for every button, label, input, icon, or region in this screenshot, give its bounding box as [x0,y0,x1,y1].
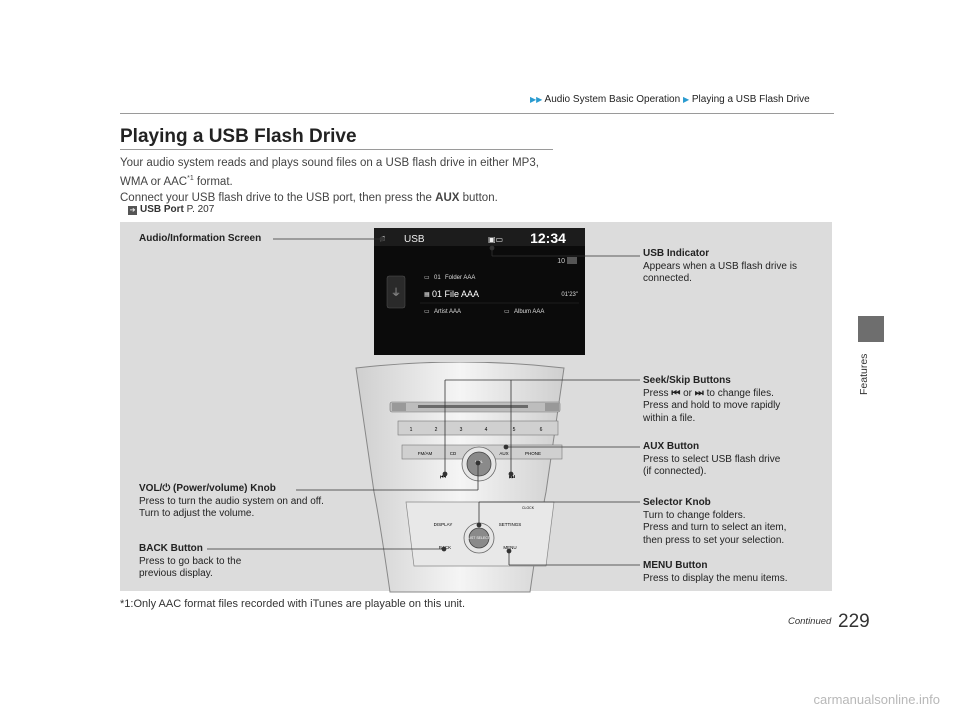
display-label: DISPLAY [434,522,453,527]
screen-track-number: 10 [557,258,565,265]
back-button-callout: BACK Button Press to go back to the prev… [139,543,242,579]
skip-forward-icon: ⏭ [694,387,704,399]
seek-skip-callout: Seek/Skip Buttons Press ⏮ or ⏭ to change… [643,375,781,424]
header-divider [120,113,834,114]
selector-knob-label: LIST SELECT [468,536,491,540]
title-divider [120,149,553,150]
power-icon: ⏻ [162,483,171,494]
breadcrumb-part2: Playing a USB Flash Drive [691,94,810,105]
screen-file-name: 01 File AAA [432,289,479,299]
clock-label: CLOCK [522,506,535,510]
console-illustration: 1 2 3 4 5 6 FM/AM CD AUX PHONE VOL ⏮ ⏭ D… [355,362,565,593]
screen-artist: Artist AAA [434,309,461,315]
breadcrumb-part1: Audio System Basic Operation [544,94,681,105]
folder-icon: ▭ [424,275,430,281]
aux-button-callout: AUX Button Press to select USB flash dri… [643,441,781,477]
preset-label: 3 [460,427,463,433]
usb-device-icon: ⏚ [391,287,401,299]
footnote: *1:Only AAC format files recorded with i… [120,598,466,610]
preset-buttons: 1 2 3 4 5 6 [410,427,543,433]
artist-icon: ▭ [424,309,430,315]
screen-content: ♫ USB ▣▭ 12:34 10 ⏚ ▭ 01 Folder AAA ▦ 01… [374,228,585,315]
screen-folder-name: Folder AAA [445,275,475,281]
usb-status-icon: ▣▭ [488,235,503,244]
audio-screen-callout: Audio/Information Screen [139,233,262,244]
breadcrumb-arrow-icon: ▶ [682,95,690,104]
usb-indicator-callout: USB Indicator Appears when a USB flash d… [643,248,797,284]
continued-label: Continued [788,616,832,627]
vol-knob-callout: VOL/⏻ (Power/volume) Knob Press to turn … [139,483,324,519]
intro-line-3: Connect your USB flash drive to the USB … [120,191,498,204]
screen-elapsed-time: 01'23" [561,292,578,298]
file-icon: ▦ [424,292,430,298]
skip-back-icon: ⏮ [671,387,681,399]
screen-folder-number: 01 [434,275,441,281]
menu-button-callout: MENU Button Press to display the menu it… [643,560,788,584]
page-number: 229 [838,611,870,632]
preset-label: 2 [435,427,438,433]
breadcrumb-arrow-icon: ▶▶ [530,95,543,104]
phone-label: PHONE [525,451,541,456]
watermark: carmanualsonline.info [813,692,940,707]
reference-arrow-icon: ➔ [128,206,137,215]
breadcrumb: ▶▶ Audio System Basic Operation ▶ Playin… [530,94,810,105]
preset-label: 5 [513,427,516,433]
settings-label: SETTINGS [499,522,522,527]
preset-label: 4 [485,427,488,433]
audio-information-screen: ♫ USB ▣▭ 12:34 10 ⏚ ▭ 01 Folder AAA ▦ 01… [374,228,585,355]
cd-label: CD [450,451,457,456]
page-title: Playing a USB Flash Drive [120,126,357,147]
screen-album: Album AAA [514,309,544,315]
screen-clock: 12:34 [530,230,566,246]
preset-label: 6 [540,427,543,433]
menu-label: MENU [503,545,516,550]
selector-knob-callout: Selector Knob Turn to change folders. Pr… [643,497,787,546]
fm-am-label: FM/AM [418,451,433,456]
screen-source: USB [404,234,425,245]
cross-reference-link[interactable]: ➔USB Port P. 207 [128,204,215,215]
aux-label: AUX [499,451,508,456]
intro-text: Your audio system reads and plays sound … [120,155,560,206]
album-icon: ▭ [504,309,510,315]
skip-forward-icon: ⏭ [509,474,516,481]
side-tab-marker [858,316,884,342]
intro-line-1: Your audio system reads and plays sound … [120,157,539,169]
preset-label: 1 [410,427,413,433]
intro-line-2: WMA or AAC*1 format. [120,175,233,188]
skip-back-icon: ⏮ [440,474,446,481]
